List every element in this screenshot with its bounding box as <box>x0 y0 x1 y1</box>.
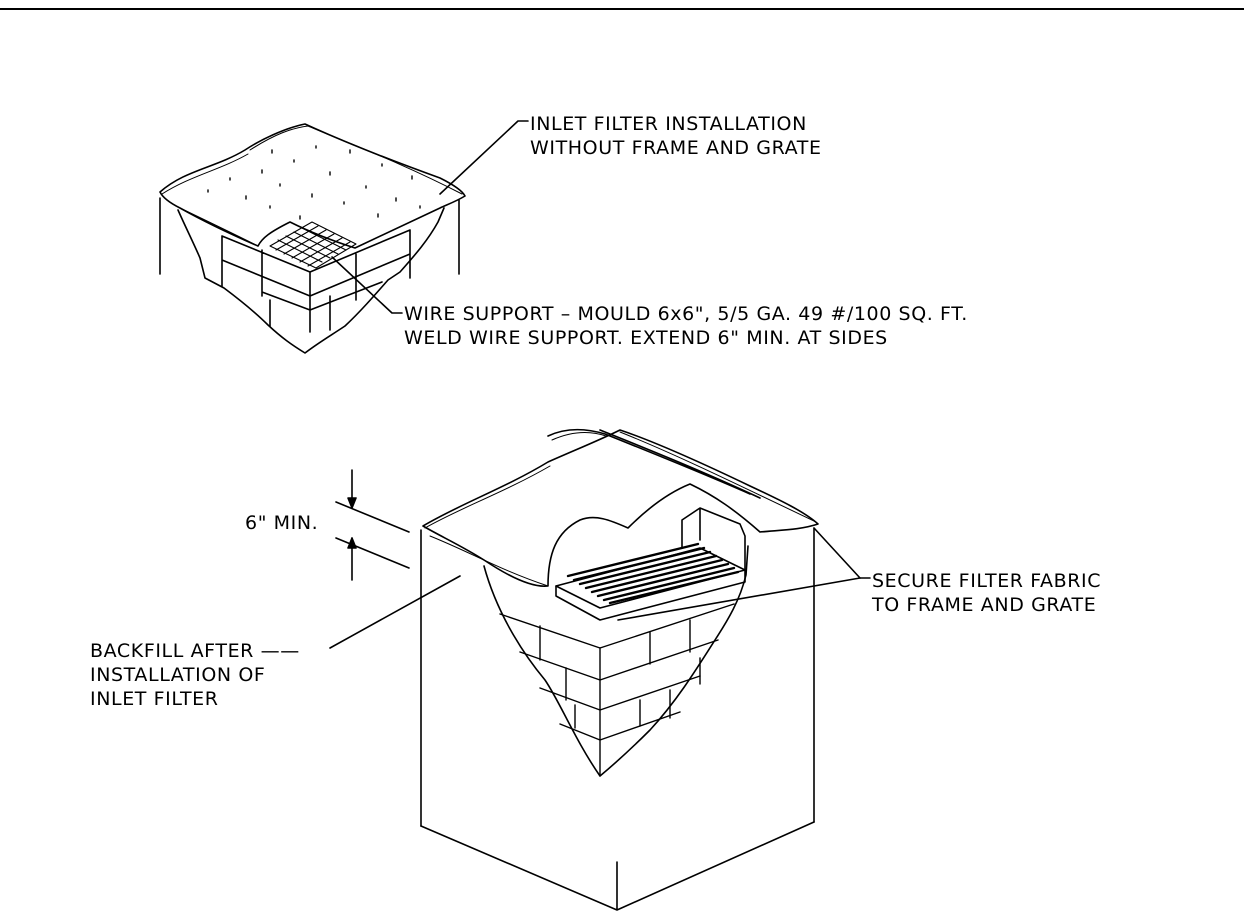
backfill-label-line1: BACKFILL AFTER —— <box>90 640 300 662</box>
secure-fabric-label-line2: TO FRAME AND GRATE <box>872 594 1097 616</box>
brick-courses <box>499 603 735 777</box>
top-fabric-surface <box>159 123 466 249</box>
bottom-fabric-hatch <box>424 431 817 587</box>
bottom-inlet-detail <box>420 428 819 911</box>
backfill-leader <box>329 575 461 649</box>
backfill-leader-stub: —— <box>253 640 300 662</box>
inlet-filter-leader <box>439 120 529 195</box>
inlet-filter-label-line2: WITHOUT FRAME AND GRATE <box>530 137 822 159</box>
wire-support-leader <box>331 256 403 314</box>
backfill-label-line2: INSTALLATION OF <box>90 664 266 686</box>
wire-support-label-line1: WIRE SUPPORT – MOULD 6x6", 5/5 GA. 49 #/… <box>404 303 968 325</box>
dimension-6in-min <box>335 469 410 581</box>
bottom-fabric-ridge <box>547 428 761 499</box>
wire-support-mesh <box>269 221 357 269</box>
secure-fabric-leader-2 <box>813 527 861 579</box>
backfill-text-1: BACKFILL AFTER <box>90 640 254 662</box>
top-inlet-box <box>221 229 411 333</box>
grate-bars <box>566 542 740 605</box>
top-earth-cutaway <box>177 207 445 354</box>
top-fabric-hatch <box>161 125 463 247</box>
top-fabric-stipple <box>207 145 421 220</box>
top-inlet-detail <box>159 123 466 354</box>
dimension-label: 6" MIN. <box>245 512 319 534</box>
grate-frame-front <box>555 569 746 621</box>
bottom-earth-cutaway <box>483 545 749 777</box>
wire-support-label-line2: WELD WIRE SUPPORT. EXTEND 6" MIN. AT SID… <box>404 327 888 349</box>
secure-fabric-label-line1: SECURE FILTER FABRIC <box>872 570 1102 592</box>
inlet-filter-label-line1: INLET FILTER INSTALLATION <box>530 113 807 135</box>
backfill-label-line3: INLET FILTER <box>90 688 219 710</box>
curb-box <box>681 507 746 571</box>
frame-and-grate <box>555 507 746 621</box>
bottom-box-base <box>420 821 815 911</box>
